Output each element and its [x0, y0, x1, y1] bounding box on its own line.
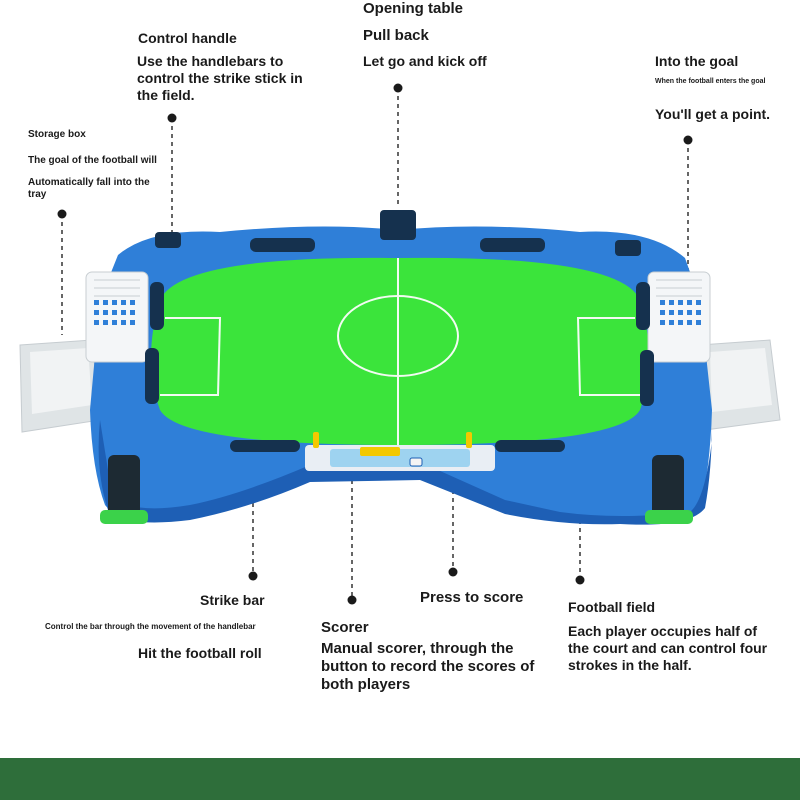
callout-dot: [448, 567, 458, 577]
storage-box-title: Storage box: [28, 129, 86, 140]
scorer-title: Scorer: [321, 619, 369, 636]
scorer-desc: Manual scorer, through the button to rec…: [321, 640, 535, 693]
callout-dot: [347, 595, 357, 605]
opening-table-title: Opening table: [363, 0, 464, 17]
leader-lines: [61, 88, 689, 600]
callout-dot: [57, 209, 67, 219]
strike-bar-title: Strike bar: [200, 592, 265, 608]
control-handles: [100, 455, 693, 524]
strike-bars: [145, 210, 654, 452]
callout-dot: [248, 571, 258, 581]
goal-left: [85, 271, 149, 363]
storage-box-line2: Automatically fall into the tray: [28, 177, 150, 200]
strike-bar-desc: Hit the football roll: [138, 645, 262, 661]
storage-box-line1: The goal of the football will: [28, 155, 157, 166]
callout-dot: [393, 83, 403, 93]
storage-tray-right: [699, 339, 781, 431]
control-handle-desc: Use the handlebars to control the strike…: [137, 53, 303, 103]
opening-table-sub: Pull back: [363, 27, 429, 44]
callout-dots: [57, 83, 693, 605]
goal-right: [647, 271, 711, 363]
football-field: [151, 257, 649, 445]
press-to-score: Press to score: [420, 589, 524, 606]
opening-table-desc: Let go and kick off: [363, 53, 487, 69]
scorer-plate: [305, 432, 495, 471]
into-goal-desc: You'll get a point.: [655, 106, 771, 122]
control-handle-title: Control handle: [138, 30, 237, 46]
into-goal-title: Into the goal: [655, 53, 739, 69]
callout-dot: [683, 135, 693, 145]
into-goal-small: When the football enters the goal: [655, 78, 766, 85]
callout-dot: [575, 575, 585, 585]
football-field-title: Football field: [568, 599, 656, 615]
strike-bar-small: Control the bar through the movement of …: [45, 622, 256, 631]
football-field-desc: Each player occupies half of the court a…: [568, 623, 768, 673]
bottom-bar: [0, 758, 800, 800]
callout-dot: [167, 113, 177, 123]
